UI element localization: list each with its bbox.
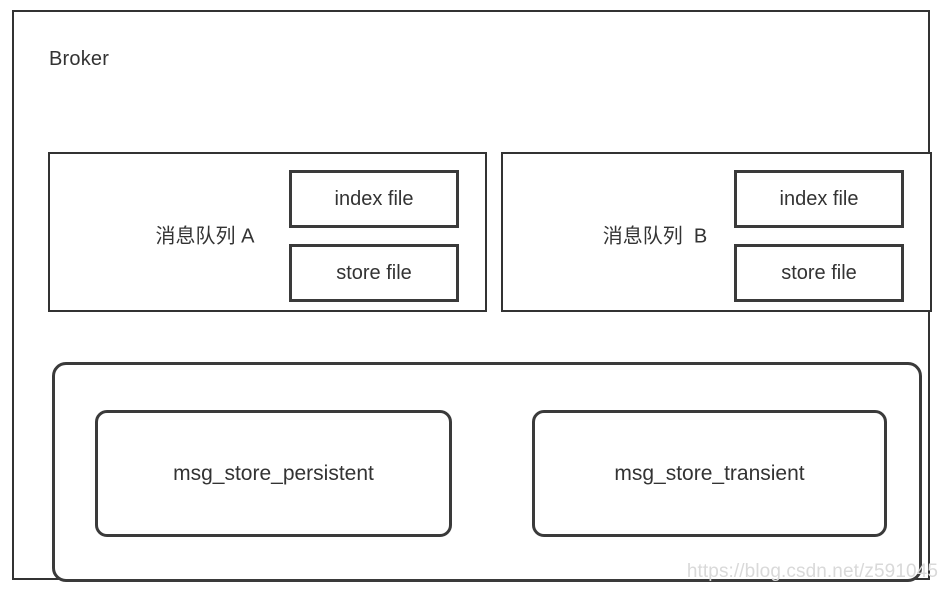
message-queue-a-box: 消息队列 A index file store file [48,152,487,312]
message-queue-b-box: 消息队列 B index file store file [501,152,932,312]
message-store-container: msg_store_persistent msg_store_transient [52,362,922,582]
watermark-text: https://blog.csdn.net/z591045 [686,561,938,582]
msg-store-persistent-box: msg_store_persistent [95,410,452,537]
broker-title: Broker [49,48,110,70]
message-queue-b-label: 消息队列 B [602,225,708,248]
message-queue-a-label: 消息队列 A [155,225,255,248]
queue-b-store-file-box: store file [734,244,904,302]
queue-b-index-file-box: index file [734,170,904,228]
msg-store-transient-box: msg_store_transient [532,410,887,537]
broker-container: Broker 消息队列 A index file store file 消息队列… [12,10,932,582]
queue-a-store-file-box: store file [289,244,459,302]
queue-a-index-file-box: index file [289,170,459,228]
